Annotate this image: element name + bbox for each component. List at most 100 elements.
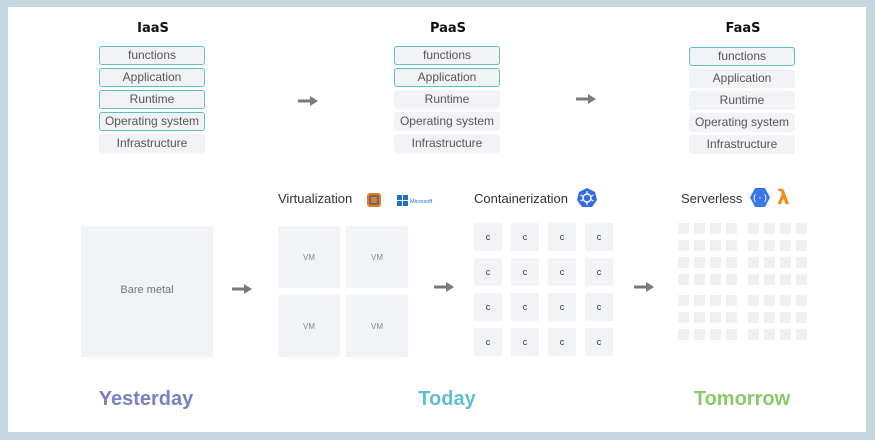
function-block [796,223,807,234]
virtualization-label: Virtualization [278,191,353,206]
faas-title: FaaS [725,21,761,36]
vm-label: VM [371,252,383,262]
container-box: c [474,223,502,251]
function-block [796,329,807,340]
era-today: Today [418,388,476,410]
function-block [726,257,737,268]
function-block [694,295,705,306]
function-block [694,274,705,285]
faas-layer-infrastructure: Infrastructure [689,135,795,154]
function-block [726,274,737,285]
container-box: c [548,223,576,251]
function-block [694,257,705,268]
faas-layer-functions: functions [689,47,795,66]
vm-box: VM [278,226,340,288]
iaas-title: IaaS [137,21,169,36]
function-block [710,312,721,323]
paas-layer-operating-system: Operating system [394,112,500,131]
kubernetes-logo-icon [577,188,597,207]
function-block [764,295,775,306]
container-box: c [548,258,576,286]
paas-layer-application: Application [394,68,500,87]
container-box: c [474,293,502,321]
diagram-canvas: IaaS functions Application Runtime Opera… [8,7,866,432]
iaas-layer-operating-system: Operating system [99,112,205,131]
function-block [764,223,775,234]
microsoft-logo-text: Microsoft [410,199,433,205]
container-box: c [474,258,502,286]
function-block [764,240,775,251]
function-block [748,295,759,306]
function-block [748,274,759,285]
function-block [678,240,689,251]
function-block [726,223,737,234]
arrow-right-icon [434,282,454,292]
container-box: c [548,293,576,321]
function-block [678,312,689,323]
vm-label: VM [303,321,315,331]
aws-lambda-logo-icon: λ [777,185,790,209]
container-box: c [585,328,613,356]
iaas-layer-infrastructure: Infrastructure [99,134,205,153]
containerization-label: Containerization [474,191,568,206]
svg-text:(·): (·) [752,194,768,204]
function-block [694,312,705,323]
container-box: c [548,328,576,356]
function-block [780,257,791,268]
function-block [710,274,721,285]
paas-layer-infrastructure: Infrastructure [394,134,500,153]
vm-label: VM [371,321,383,331]
microsoft-hyperv-logo-icon: Microsoft [397,195,433,206]
function-block [748,312,759,323]
function-block [726,312,737,323]
function-block [780,274,791,285]
function-block [678,329,689,340]
faas-layer-runtime: Runtime [689,91,795,110]
function-block [780,295,791,306]
iaas-layer-runtime: Runtime [99,90,205,109]
container-box: c [511,328,539,356]
function-block [780,329,791,340]
function-block [764,257,775,268]
function-block [748,329,759,340]
era-tomorrow: Tomorrow [693,388,791,410]
vm-box: VM [346,226,408,288]
function-block [726,295,737,306]
function-block [678,295,689,306]
function-block [796,295,807,306]
faas-layer-operating-system: Operating system [689,113,795,132]
function-block [780,240,791,251]
vm-box: VM [346,295,408,357]
vm-label: VM [303,252,315,262]
function-block [780,312,791,323]
function-block [726,240,737,251]
vmware-logo-icon [367,193,381,207]
container-box: c [585,293,613,321]
iaas-layer-application: Application [99,68,205,87]
function-block [764,274,775,285]
function-block [710,295,721,306]
container-box: c [511,293,539,321]
function-block [710,329,721,340]
container-box: c [585,258,613,286]
function-block [694,223,705,234]
function-block [710,240,721,251]
function-block [678,223,689,234]
function-block [678,274,689,285]
function-block [726,329,737,340]
function-block [748,223,759,234]
function-block [780,223,791,234]
arrow-right-icon [232,284,252,294]
arrow-right-icon [576,94,596,104]
paas-layer-runtime: Runtime [394,90,500,109]
paas-layer-functions: functions [394,46,500,65]
function-block [678,257,689,268]
container-box: c [511,223,539,251]
arrow-right-icon [298,96,318,106]
container-box: c [511,258,539,286]
function-block [694,329,705,340]
function-block [748,257,759,268]
function-block [764,329,775,340]
bare-metal-label: Bare metal [120,284,174,296]
function-block [796,274,807,285]
